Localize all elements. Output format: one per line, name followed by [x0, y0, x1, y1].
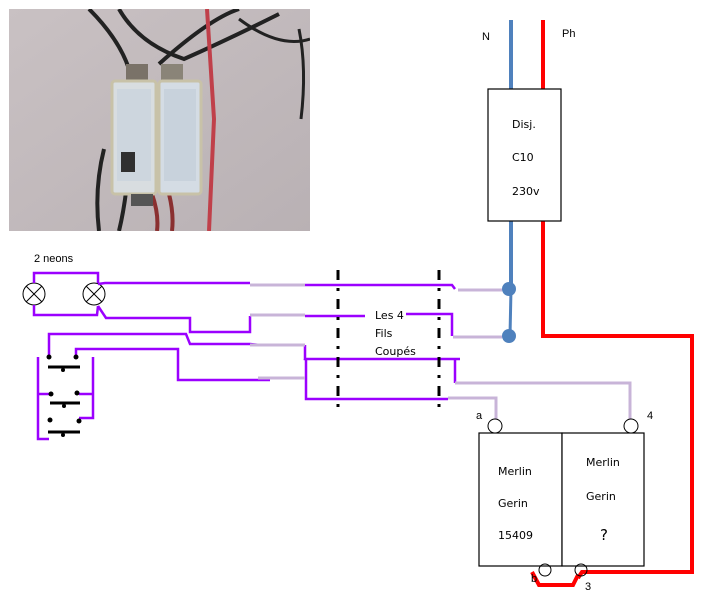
breaker-box: Disj. C10 230v [487, 88, 562, 222]
module-right-line-2: Gerin [586, 490, 616, 503]
neutral-wire [502, 20, 516, 343]
push-button-3 [47, 417, 82, 437]
module-right-line-1: Merlin [586, 456, 620, 469]
device-photo [9, 9, 310, 231]
neon-lamp-2 [82, 282, 106, 306]
terminal-b [538, 563, 552, 577]
module-left-line-2: Gerin [498, 497, 528, 510]
module-right-line-3: ? [600, 526, 608, 544]
phase-wire [530, 20, 694, 587]
push-button-1 [46, 354, 80, 372]
cut-wires [250, 283, 632, 420]
breaker-line-1: Disj. [512, 118, 536, 131]
module-left-line-3: 15409 [498, 529, 533, 542]
breaker-line-2: C10 [512, 151, 534, 164]
push-buttons [46, 354, 82, 437]
terminal-3-label: 3 [585, 581, 591, 593]
neutral-junction-2 [502, 329, 516, 343]
merlin-gerin-modules: Merlin Gerin 15409 Merlin Gerin ? [478, 432, 645, 567]
cut-wires-label-3: Coupés [375, 345, 416, 358]
module-left-line-1: Merlin [498, 465, 532, 478]
neutral-junction-1 [502, 282, 516, 296]
neon-lamp-1 [22, 282, 46, 306]
breaker-line-3: 230v [512, 185, 540, 198]
terminal-3 [574, 563, 588, 577]
terminal-4 [623, 418, 639, 434]
neons-label: 2 neons [34, 253, 74, 265]
terminal-a [487, 418, 503, 434]
cut-wires-label-2: Fils [375, 327, 393, 340]
neutral-label: N [482, 31, 490, 43]
push-button-2 [48, 390, 80, 408]
terminal-b-label: b [531, 573, 537, 585]
phase-label: Ph [562, 28, 575, 40]
terminal-4-label: 4 [647, 410, 653, 422]
cut-wires-label-1: Les 4 [375, 309, 404, 322]
terminal-a-label: a [476, 410, 483, 422]
